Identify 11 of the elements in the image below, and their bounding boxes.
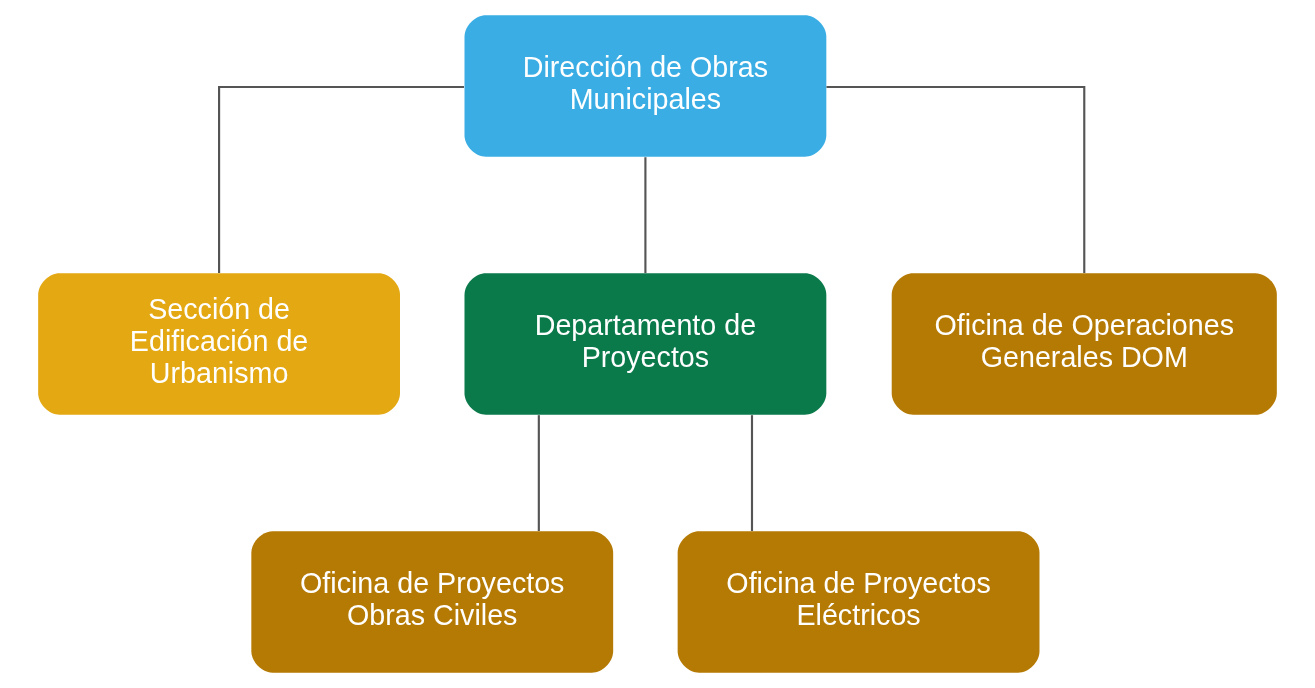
node-box: Oficina de Proyectos Eléctricos [677, 531, 1040, 673]
connector [537, 415, 540, 531]
connector [644, 157, 647, 274]
node-box: Oficina de Proyectos Obras Civiles [251, 531, 614, 673]
connector [826, 85, 1086, 274]
node-box: Oficina de Operaciones Generales DOM [891, 273, 1277, 415]
node-box: Sección de Edificación de Urbanismo [38, 273, 400, 415]
connector [750, 415, 754, 531]
connector [218, 85, 464, 274]
node-box: Dirección de Obras Municipales [464, 15, 827, 157]
node-box: Departamento de Proyectos [464, 273, 827, 415]
